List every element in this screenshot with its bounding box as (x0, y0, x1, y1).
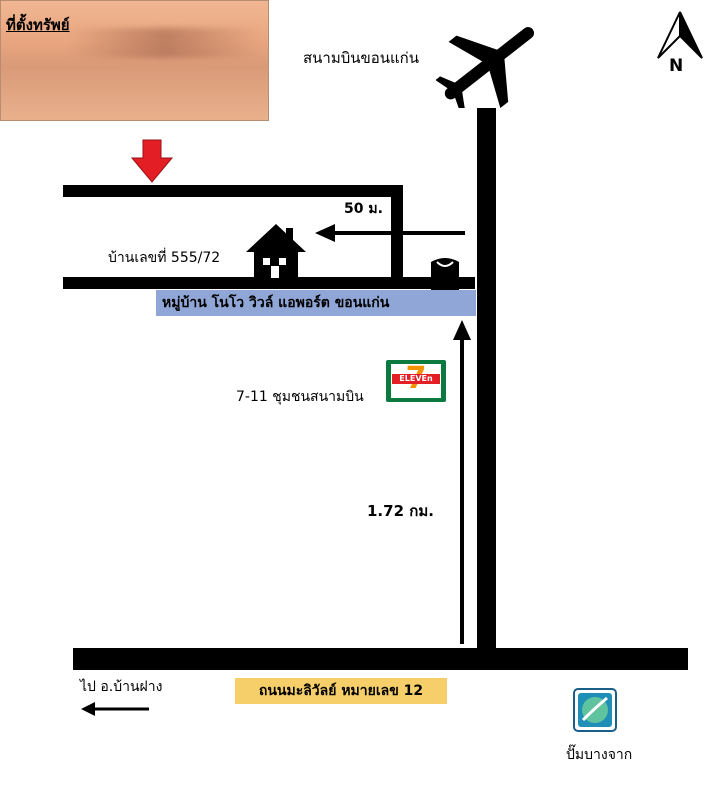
seven-eleven-logo: 7 ELEVEn (386, 360, 446, 402)
road-name-label: ถนนมะลิวัลย์ หมายเลข 12 (235, 678, 447, 704)
house-label: บ้านเลขที่ 555/72 (108, 250, 221, 266)
village-label: หมู่บ้าน โนโว วิวล์ แอพอร์ต ขอนแก่น (156, 290, 476, 316)
seven-eleven-label: 7-11 ชุมชนสนามบิน (236, 389, 364, 405)
upper-soi-road (63, 185, 403, 197)
north-label: N (669, 56, 684, 76)
left-arrow-icon (315, 224, 465, 242)
airplane-icon (436, 27, 535, 108)
up-arrow-icon (453, 320, 471, 644)
village-road (63, 277, 475, 289)
location-photo: ที่ตั้งทรัพย์ (0, 0, 269, 121)
gas-station-label: ปั๊มบางจาก (566, 747, 633, 763)
location-title: ที่ตั้งทรัพย์ (6, 16, 70, 34)
main-road (73, 648, 688, 670)
direction-label: ไป อ.บ้านฝาง (80, 679, 163, 695)
distance-main-label: 1.72 กม. (367, 502, 434, 520)
north-arrow-icon (657, 11, 703, 59)
red-arrow-down-icon (130, 139, 174, 183)
distance-side-label: 50 ม. (344, 201, 383, 217)
gas-station-icon (573, 688, 617, 732)
airport-label: สนามบินขอนแก่น (303, 49, 420, 67)
left-direction-arrow-icon (81, 702, 149, 716)
airport-road (477, 108, 496, 668)
house-icon (246, 224, 306, 278)
seven-eleven-text: ELEVEn (392, 374, 440, 384)
